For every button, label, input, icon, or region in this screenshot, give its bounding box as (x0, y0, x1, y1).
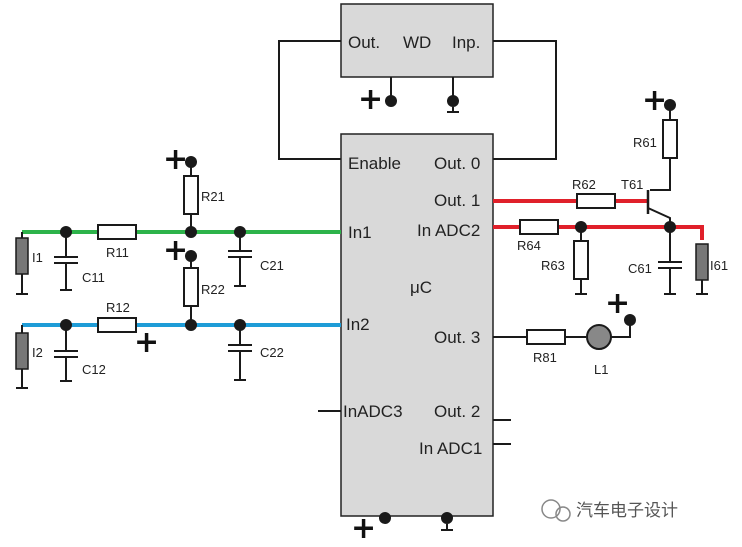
r64-resistor (519, 219, 559, 235)
c61-label: C61 (628, 261, 652, 276)
wd-supply-node (385, 95, 397, 107)
c11-label: C11 (82, 270, 105, 285)
r62-label: R62 (572, 177, 596, 192)
c21-label: C21 (260, 258, 284, 273)
l1-label: L1 (594, 362, 608, 377)
mcu-name-label: μC (410, 278, 432, 297)
i2-source (15, 332, 29, 370)
mcu-out3-label: Out. 3 (434, 328, 480, 347)
t61-label: T61 (621, 177, 643, 192)
r11-label: R11 (106, 245, 129, 260)
in2-plus-sign: + (134, 325, 159, 360)
r62-resistor (576, 193, 616, 209)
mcu-in-adc3-label: InADC3 (343, 402, 403, 421)
r81-label: R81 (533, 350, 557, 365)
in2-junction-node (185, 319, 197, 331)
mcu-in-adc2-label: In ADC2 (417, 221, 480, 240)
r22-resistor (183, 267, 199, 307)
wd-plus-sign: + (358, 82, 383, 117)
i1-source (15, 237, 29, 275)
l1-supply-node (624, 314, 636, 326)
wechat-logo-icon (541, 499, 561, 519)
wd-title-label: WD (403, 33, 431, 52)
r21-label: R21 (201, 189, 225, 204)
mcu-in2-label: In2 (346, 315, 370, 334)
c22-label: C22 (260, 345, 284, 360)
r22-label: R22 (201, 282, 225, 297)
wd-out-to-enable-wire (278, 40, 341, 160)
r61-label: R61 (633, 135, 657, 150)
i1-label: I1 (32, 250, 43, 265)
r61-plus-sign: + (642, 83, 667, 118)
i2-label: I2 (32, 345, 43, 360)
in1-junction-node (185, 226, 197, 238)
r64-label: R64 (517, 238, 541, 253)
mcu-in1-label: In1 (348, 223, 372, 242)
i61-source (695, 243, 709, 281)
watermark-text: 汽车电子设计 (576, 501, 678, 521)
c12-label: C12 (82, 362, 106, 377)
mcu-in-adc1-label: In ADC1 (419, 439, 482, 458)
r12-resistor (97, 317, 137, 333)
out0-to-wd-inp-wire (493, 40, 557, 160)
mcu-supply-node (379, 512, 391, 524)
mcu-out2-label: Out. 2 (434, 402, 480, 421)
r11-resistor (97, 224, 137, 240)
r81-resistor (526, 329, 566, 345)
mcu-plus-sign: + (351, 511, 376, 546)
mcu-ground-node (441, 512, 453, 524)
l1-plus-sign: + (605, 286, 630, 321)
r21-plus-sign: + (163, 142, 188, 177)
mcu-out1-label: Out. 1 (434, 191, 480, 210)
r21-resistor (183, 175, 199, 215)
wd-ground-node (447, 95, 459, 107)
mcu-block (340, 133, 494, 517)
wd-inp-label: Inp. (452, 33, 480, 52)
watchdog-block (340, 3, 494, 78)
mcu-enable-label: Enable (348, 154, 401, 173)
mcu-out0-label: Out. 0 (434, 154, 480, 173)
r61-resistor (662, 119, 678, 159)
r22-plus-sign: + (163, 233, 188, 268)
l1-lamp (586, 324, 612, 350)
wd-out-label: Out. (348, 33, 380, 52)
r12-label: R12 (106, 300, 130, 315)
r63-resistor (573, 240, 589, 280)
r63-label: R63 (541, 258, 565, 273)
adc2-wire (493, 225, 704, 240)
i61-label: I61 (710, 258, 728, 273)
